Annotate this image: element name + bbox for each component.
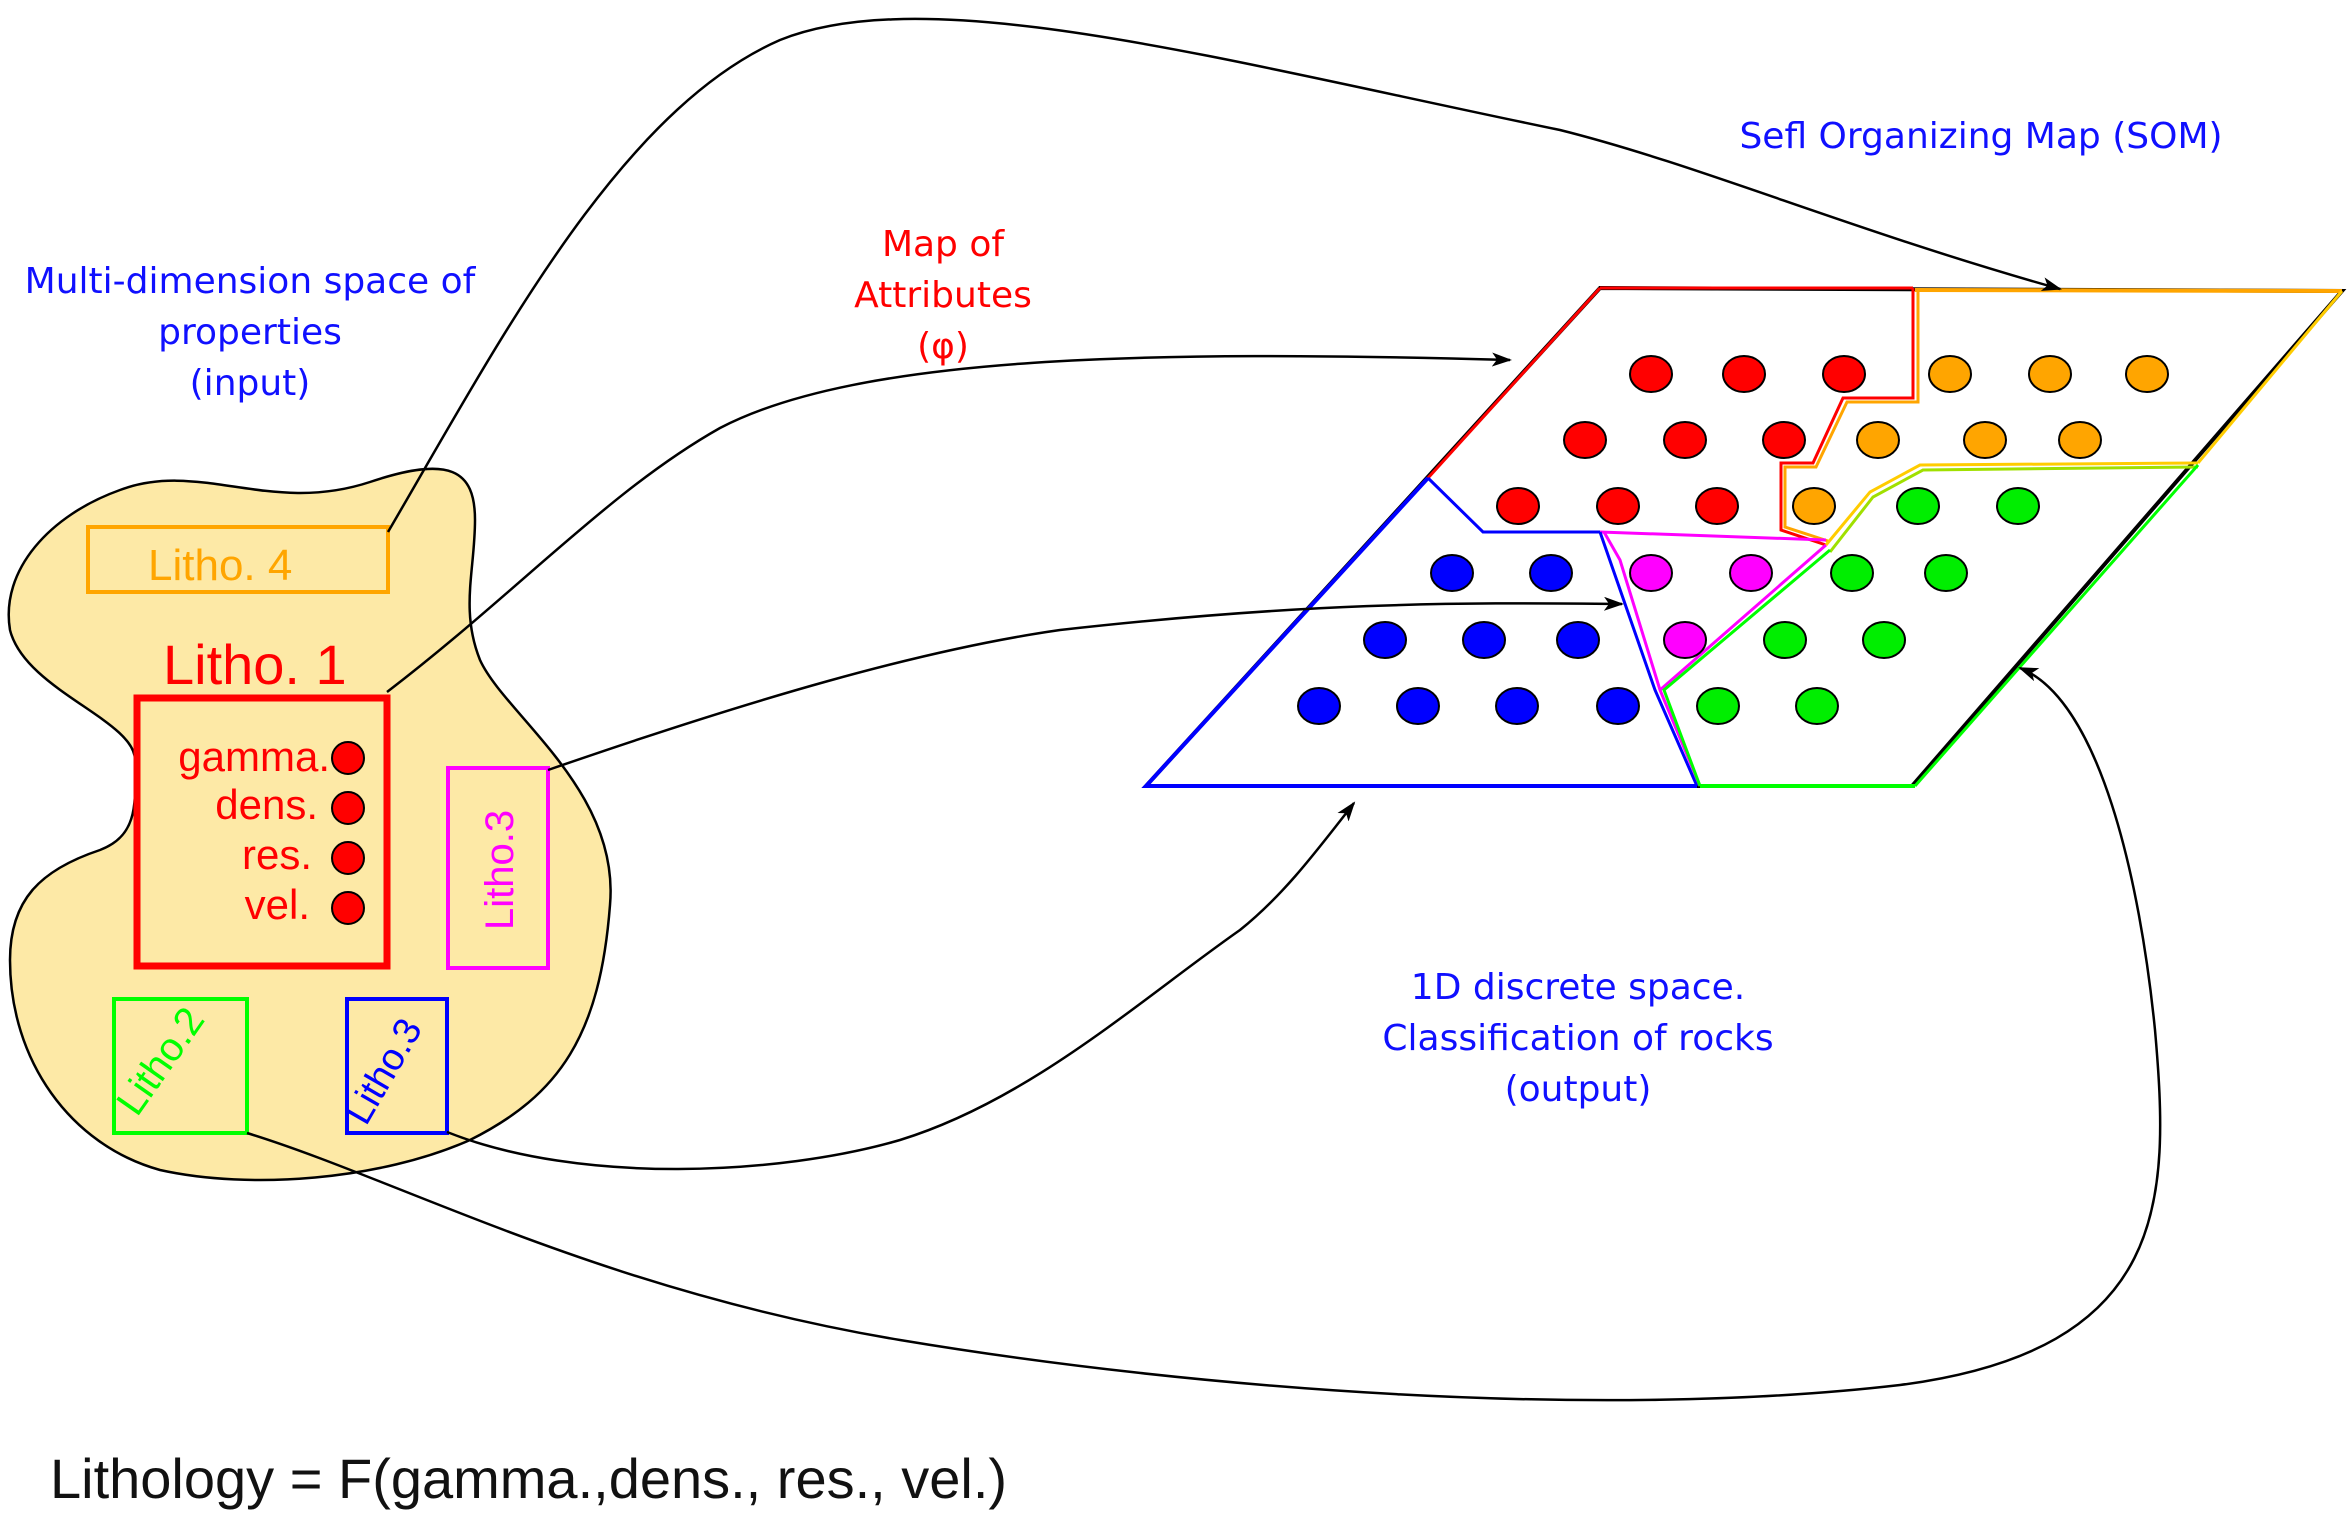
map-attributes-label-2: Attributes (854, 275, 1032, 316)
neuron-orange (1928, 355, 1972, 393)
neuron-red (1822, 355, 1866, 393)
boundary-green-orange (1828, 465, 2199, 553)
lithology-formula: Lithology = F(gamma.,dens., res., vel.) (50, 1447, 1007, 1510)
som-map (1141, 285, 2347, 788)
boundary-magenta-blue (1602, 531, 1702, 787)
litho-4-box (86, 525, 390, 594)
neuron-blue (1430, 554, 1474, 592)
litho-3-magenta-label: Litho.3 (478, 810, 522, 930)
neuron-green (1996, 487, 2040, 525)
boundary-green-magenta (1662, 548, 1831, 787)
output-space-label-3: (output) (1505, 1069, 1652, 1110)
boundary-blue-red (1426, 476, 1600, 534)
arrow-litho3-to-map (547, 596, 1624, 772)
litho-4-label: Litho. 4 (148, 541, 292, 590)
neuron-green (1830, 554, 1874, 592)
neuron-green (1924, 554, 1968, 592)
property-space-blob (7, 467, 612, 1182)
neuron-blue (1396, 687, 1440, 725)
arrow-litho2-to-map (246, 666, 2162, 1402)
neuron-red (1695, 487, 1739, 525)
boundary-magenta-top (1599, 530, 1827, 542)
boundary-red-orange (1779, 288, 1915, 547)
neuron-red (1762, 421, 1806, 459)
neuron-orange (1856, 421, 1900, 459)
attribute-dens: dens. (215, 781, 318, 828)
neuron-orange (2058, 421, 2102, 459)
neurons-red (1496, 355, 1866, 525)
arrow-litho3blue-to-map (446, 801, 1356, 1171)
map-attributes-label-1: Map of (882, 224, 1005, 265)
attribute-vel: vel. (245, 881, 310, 928)
attribute-dot-gamma (331, 741, 365, 775)
litho-2-box (112, 997, 249, 1135)
litho-3-magenta-box (446, 766, 550, 970)
neurons-magenta (1629, 554, 1773, 659)
input-space-label-1: Multi-dimension space of (25, 261, 477, 302)
neuron-blue (1363, 621, 1407, 659)
boundary-orange-right (2196, 290, 2344, 464)
output-space-label-1: 1D discrete space. (1411, 967, 1745, 1008)
neuron-orange (2028, 355, 2072, 393)
boundary-blue-magenta (1598, 531, 1699, 787)
neuron-blue (1495, 687, 1539, 725)
neuron-red (1629, 355, 1673, 393)
boundary-orange-green (1824, 461, 2199, 546)
boundary-orange-red (1783, 290, 1920, 543)
neuron-green (1862, 621, 1906, 659)
neuron-red (1663, 421, 1707, 459)
attribute-gamma: gamma. (178, 733, 330, 780)
neuron-orange (2125, 355, 2169, 393)
attribute-dot-vel (331, 891, 365, 925)
neuron-blue (1596, 687, 1640, 725)
neuron-blue (1529, 554, 1573, 592)
neuron-green (1795, 687, 1839, 725)
neurons-blue (1297, 554, 1640, 725)
neuron-blue (1462, 621, 1506, 659)
neuron-red (1596, 487, 1640, 525)
neuron-orange (1792, 487, 1836, 525)
input-space-label-2: properties (158, 312, 342, 353)
neuron-red (1722, 355, 1766, 393)
neuron-red (1496, 487, 1540, 525)
attribute-dot-res (331, 841, 365, 875)
arrow-litho4-to-som (386, 17, 2062, 533)
neuron-magenta (1663, 621, 1707, 659)
neuron-blue (1297, 687, 1341, 725)
map-attributes-label-3: (φ) (917, 326, 969, 367)
neurons-green (1696, 487, 2040, 725)
neuron-green (1896, 487, 1940, 525)
output-space-label-2: Classification of rocks (1382, 1018, 1773, 1059)
neuron-magenta (1729, 554, 1773, 592)
neuron-orange (1963, 421, 2007, 459)
litho-3-blue-box (345, 997, 449, 1135)
attribute-res: res. (242, 831, 312, 878)
boundary-blue-left (1141, 476, 1697, 788)
litho-1-box (133, 694, 391, 970)
arrow-litho1-to-map (386, 352, 1512, 693)
boundary-orange-top (1914, 288, 2343, 293)
input-space-label-3: (input) (190, 363, 311, 404)
neuron-green (1763, 621, 1807, 659)
neuron-green (1696, 687, 1740, 725)
neuron-magenta (1629, 554, 1673, 592)
som-label: Sefl Organizing Map (SOM) (1739, 116, 2222, 157)
boundary-magenta-green (1659, 543, 1827, 692)
neurons-orange (1792, 355, 2169, 525)
neuron-blue (1556, 621, 1600, 659)
boundary-green-right (1913, 464, 2200, 787)
attribute-dot-dens (331, 791, 365, 825)
litho-1-title: Litho. 1 (163, 633, 347, 696)
neuron-red (1563, 421, 1607, 459)
boundary-red-left (1426, 286, 1602, 480)
